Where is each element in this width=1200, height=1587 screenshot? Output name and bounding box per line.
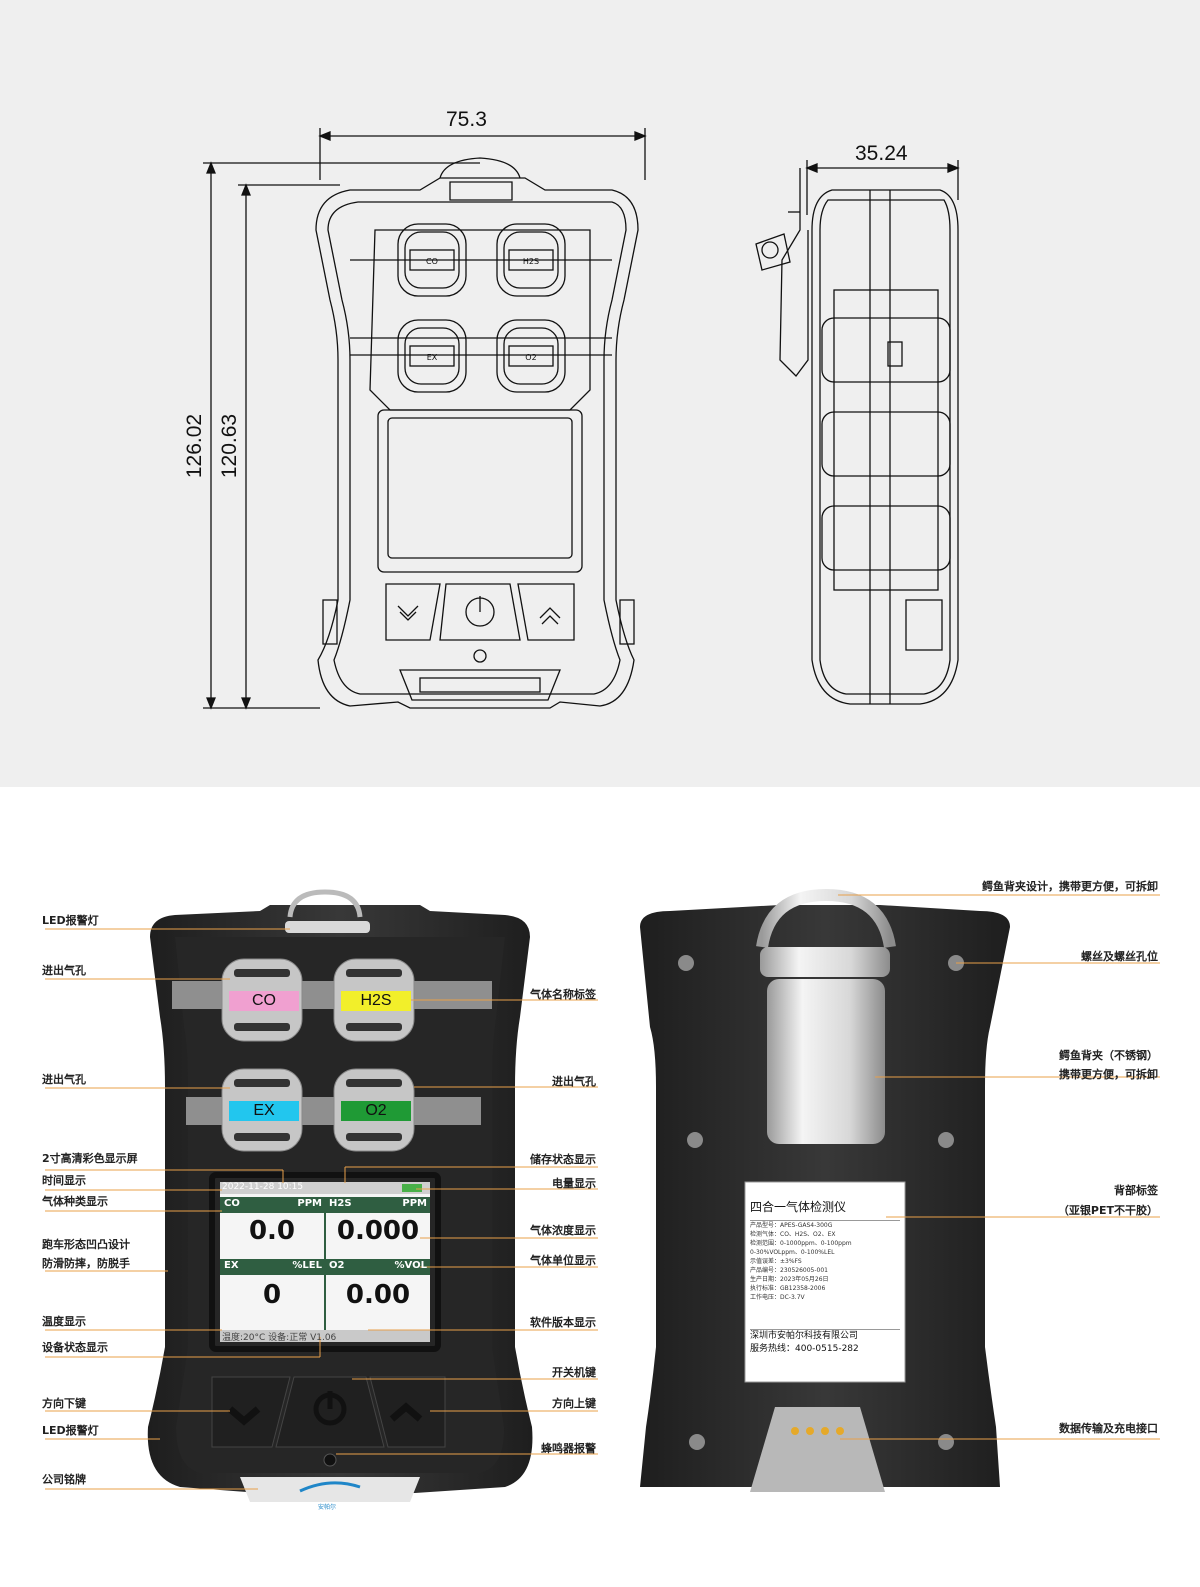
callout-display: 2寸高清彩色显示屏	[42, 1152, 138, 1165]
callout-power-key: 开关机键	[552, 1366, 596, 1379]
height-inner-dimension: 120.63	[218, 413, 242, 479]
back-label-company-block: 深圳市安帕尔科技有限公司 服务热线：400-0515-282	[750, 1329, 900, 1356]
screen-value-ex: 0	[262, 1280, 282, 1310]
callout-vent-top: 进出气孔	[42, 964, 86, 977]
callout-design: 跑车形态凹凸设计	[42, 1238, 130, 1251]
back-label-line: 检测气体：CO、H2S、O2、EX	[750, 1231, 836, 1238]
callout-concentration: 气体浓度显示	[530, 1224, 596, 1237]
back-label-line: 检测范围：0-1000ppm、0-100ppm	[750, 1240, 852, 1247]
callout-back-screws: 螺丝及螺丝孔位	[1081, 950, 1158, 963]
back-label-lines: 产品型号：APES-GAS4-300G 检测气体：CO、H2S、O2、EX 检测…	[750, 1220, 900, 1302]
callout-temperature: 温度显示	[42, 1315, 86, 1328]
callout-device-status: 设备状态显示	[42, 1341, 108, 1354]
callout-led-bottom: LED报警灯	[42, 1424, 99, 1437]
callout-back-port: 数据传输及充电接口	[1059, 1422, 1158, 1435]
back-label-line: 示值误差：±3%FS	[750, 1258, 802, 1265]
callout-vent-mid: 进出气孔	[42, 1073, 86, 1086]
callout-back-clip-note: 携带更方便，可拆卸	[1059, 1068, 1158, 1081]
back-label-line: 执行标准：GB12358-2006	[750, 1285, 826, 1292]
sensor-tag-h2s: H2S	[341, 991, 411, 1011]
callout-led-top: LED报警灯	[42, 914, 99, 927]
callout-storage: 储存状态显示	[530, 1153, 596, 1166]
callout-nameplate: 公司铭牌	[42, 1473, 86, 1486]
drawing-label-h2s: H2S	[523, 257, 539, 266]
line-drawing: CO H2S EX O2	[203, 128, 960, 710]
callout-vent-right: 进出气孔	[552, 1075, 596, 1088]
callout-down-key: 方向下键	[42, 1397, 86, 1410]
depth-dimension: 35.24	[855, 142, 908, 165]
back-label-line: 产品型号：APES-GAS4-300G	[750, 1222, 833, 1229]
sensor-tag-co: CO	[229, 991, 299, 1011]
callout-anti-slip: 防滑防摔，防脱手	[42, 1257, 130, 1270]
callout-up-key: 方向上键	[552, 1397, 596, 1410]
screen-cell-o2-header: O2%VOL	[329, 1260, 427, 1271]
callout-unit: 气体单位显示	[530, 1254, 596, 1267]
back-label-line: 0-30%VOLppm、0-100%LEL	[750, 1249, 835, 1256]
callout-back-clip-design: 鳄鱼背夹设计，携带更方便，可拆卸	[982, 880, 1158, 893]
width-dimension: 75.3	[446, 108, 487, 131]
screen-value-o2: 0.00	[345, 1280, 411, 1310]
callout-version: 软件版本显示	[530, 1316, 596, 1329]
back-label-line: 工作电压：DC-3.7V	[750, 1294, 805, 1301]
callout-time: 时间显示	[42, 1174, 86, 1187]
callout-back-clip: 鳄鱼背夹（不锈钢）	[1059, 1049, 1158, 1062]
drawing-label-co: CO	[426, 257, 438, 266]
callout-gas-type: 气体种类显示	[42, 1195, 108, 1208]
back-label-hotline: 服务热线：400-0515-282	[750, 1344, 859, 1354]
callout-battery: 电量显示	[552, 1177, 596, 1190]
screen-value-h2s: 0.000	[336, 1216, 420, 1246]
back-label-line: 生产日期：2023年05月26日	[750, 1276, 829, 1283]
screen-cell-ex-header: EX%LEL	[224, 1260, 322, 1271]
callout-back-label: 背部标签	[1114, 1184, 1158, 1197]
callout-back-label-note: （亚银PET不干胶）	[1057, 1204, 1158, 1217]
screen-footer: 温度:20°C 设备:正常 V1.06	[222, 1333, 337, 1343]
back-label-title: 四合一气体检测仪	[750, 1200, 847, 1214]
screen-value-co: 0.0	[248, 1216, 296, 1246]
sensor-tag-ex: EX	[229, 1101, 299, 1121]
technical-drawing-panel: CO H2S EX O2 75.3 35.24 126.02 120.63	[0, 0, 1200, 787]
back-label-company: 深圳市安帕尔科技有限公司	[750, 1331, 859, 1341]
back-label-line: 产品编号：230526005-001	[750, 1267, 828, 1274]
drawing-label-ex: EX	[427, 353, 438, 362]
callout-gas-label: 气体名称标签	[530, 988, 596, 1001]
height-outer-dimension: 126.02	[183, 413, 207, 479]
callout-buzzer: 蜂鸣器报警	[541, 1442, 596, 1455]
drawing-label-o2: O2	[525, 353, 536, 362]
sensor-tag-o2: O2	[341, 1101, 411, 1121]
product-photos	[45, 888, 1160, 1502]
screen-datetime: 2022-11-28 10:15	[222, 1182, 304, 1192]
brand-plate-text: 安帕尔	[318, 1504, 337, 1511]
